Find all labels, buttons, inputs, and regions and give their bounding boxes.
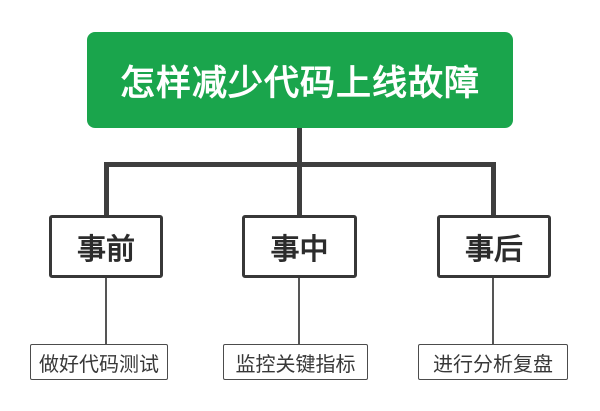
connector-leaf-during (298, 278, 300, 344)
connector-branch-before (104, 162, 109, 218)
leaf-node-analysis-review: 进行分析复盘 (418, 344, 568, 380)
leaf-node-code-testing: 做好代码测试 (30, 344, 168, 380)
connector-root-vertical (297, 127, 302, 218)
branch-node-before: 事前 (49, 215, 163, 278)
branch-node-during: 事中 (242, 215, 357, 278)
root-node: 怎样减少代码上线故障 (87, 32, 513, 128)
connector-leaf-after (492, 278, 494, 344)
connector-branch-after (491, 162, 496, 218)
connector-horizontal-bar (104, 162, 496, 167)
leaf-node-monitor-metrics: 监控关键指标 (223, 344, 368, 380)
connector-leaf-before (105, 278, 107, 344)
branch-node-after: 事后 (437, 215, 551, 278)
